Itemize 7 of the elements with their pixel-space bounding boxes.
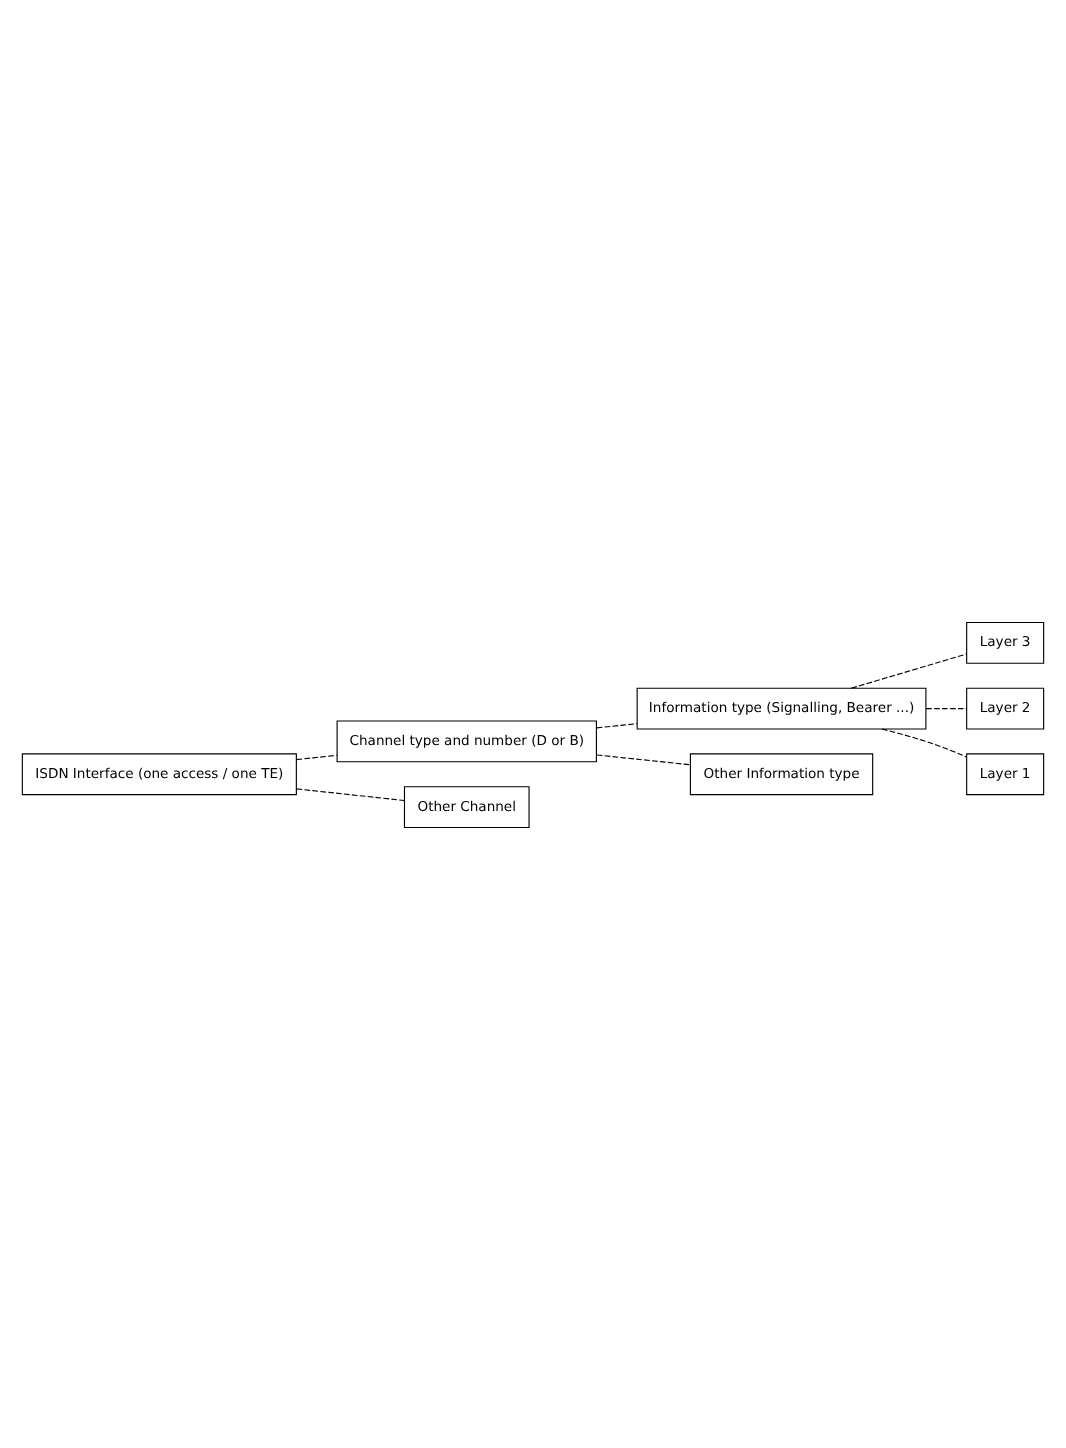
connector bbox=[881, 727, 967, 757]
connector bbox=[850, 652, 968, 688]
connector bbox=[296, 787, 405, 801]
connector bbox=[925, 707, 968, 709]
connector bbox=[596, 753, 691, 765]
connector bbox=[296, 753, 338, 760]
connector bbox=[596, 722, 638, 728]
